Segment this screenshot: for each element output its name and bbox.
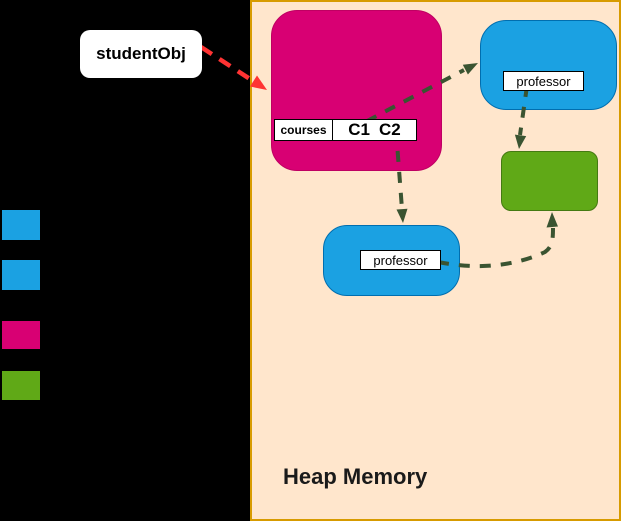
stack-variable-box: studentObj (80, 30, 202, 78)
stack-variable-label: studentObj (96, 44, 186, 63)
professor-lower-label-box: professor (360, 250, 441, 270)
courses-field-bar: courses C1 C2 (274, 119, 417, 141)
course-value-c2: C2 (379, 120, 401, 139)
legend-blue-swatch-2 (2, 260, 40, 290)
courses-field-name: courses (275, 120, 333, 140)
professor-object-upper-node (480, 20, 617, 110)
courses-field-values: C1 C2 (333, 120, 416, 140)
course-object-node (501, 151, 598, 211)
professor-lower-label: professor (373, 252, 428, 268)
student-object-node (271, 10, 442, 171)
legend-blue-swatch-1 (2, 210, 40, 240)
heap-memory-title: Heap Memory (283, 464, 428, 489)
professor-upper-label: professor (516, 73, 571, 89)
course-value-c1: C1 (348, 120, 370, 139)
legend-green-swatch (2, 371, 40, 400)
legend-magenta-swatch (2, 321, 40, 349)
professor-upper-label-box: professor (503, 71, 584, 91)
